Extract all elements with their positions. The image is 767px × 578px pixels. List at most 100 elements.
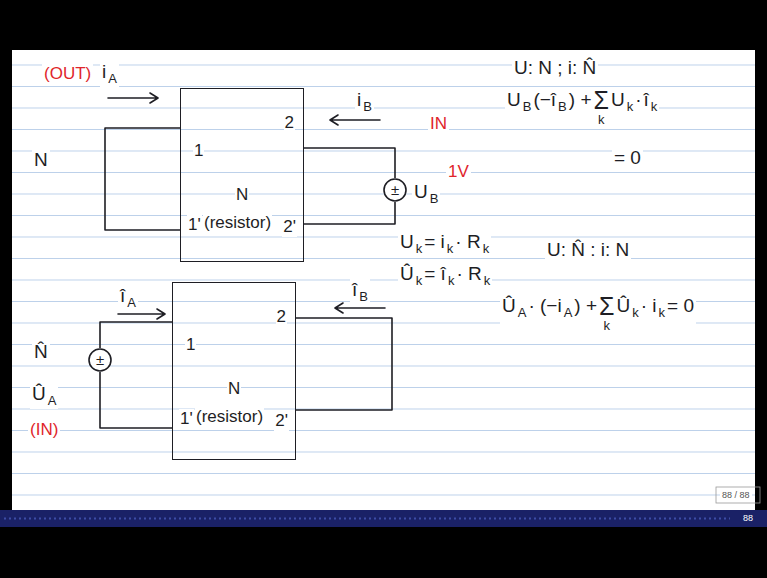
voltage-label: UB	[412, 180, 440, 207]
formula-text: Û	[617, 294, 631, 318]
formula-text: · R	[455, 230, 480, 254]
formula-text: U	[507, 88, 521, 112]
assignment-note: U: N ; i: N̂	[512, 56, 598, 80]
port-role: (IN)	[28, 418, 60, 442]
formula-text: ) +	[569, 88, 592, 112]
subscript: k	[416, 241, 423, 257]
subscript: k	[627, 99, 634, 115]
subscript: B	[363, 99, 372, 115]
current-arrow	[108, 93, 158, 103]
formula-text: U: N̂ : i: N	[547, 238, 629, 262]
ruled-lines	[12, 60, 755, 508]
formula-text: IN	[430, 112, 447, 136]
formula-text: Û	[400, 262, 414, 286]
note-paper	[12, 50, 755, 510]
page-number: 88	[741, 511, 755, 526]
assignment-note: U: N̂ : i: N	[545, 238, 631, 262]
source-circle	[89, 349, 111, 371]
circuit-wire	[304, 148, 395, 178]
voltage-source: ±	[88, 348, 112, 372]
circuit-wire	[100, 322, 172, 348]
subscript: k	[632, 305, 639, 321]
short-circuit-wire	[296, 318, 392, 410]
subscript: k	[447, 241, 454, 257]
formula-text: î	[120, 284, 125, 308]
sum-sign: Σk	[593, 88, 608, 127]
voltage-label: ÛA	[30, 382, 58, 409]
subscript: k	[651, 99, 658, 115]
port-number: 2	[276, 307, 287, 327]
network-name: N	[227, 379, 241, 399]
formula-text: = î	[424, 262, 446, 286]
tellegen-equation: ÛA· (−iA) +ΣkÛk· ik= 0	[500, 294, 696, 333]
formula-text: (IN)	[30, 418, 58, 442]
formula-text: 88	[743, 511, 753, 526]
network-name: N	[235, 185, 249, 205]
source-sign: ±	[383, 178, 407, 202]
voltage-value: 1V	[446, 160, 471, 184]
current-label: iA	[100, 60, 119, 87]
network-type: (resistor)	[203, 213, 272, 233]
ohm-equation: Ûk= îk· Rk	[398, 262, 492, 289]
page-counter-frame	[716, 487, 760, 503]
short-circuit-wire	[105, 128, 180, 230]
network-type: (resistor)	[195, 407, 264, 427]
formula-text: U: N ; i: N̂	[514, 56, 596, 80]
subscript: A	[48, 393, 57, 409]
subscript: B	[359, 289, 368, 305]
formula-text: i	[102, 60, 106, 84]
formula-text: · R	[456, 262, 481, 286]
subscript: k	[604, 319, 611, 333]
tellegen-equation: = 0	[612, 146, 643, 170]
circuit-wire	[304, 202, 395, 224]
subscript: B	[523, 99, 532, 115]
subscript: A	[564, 305, 573, 321]
formula-text: (OUT)	[44, 62, 91, 86]
formula-text: î	[644, 88, 649, 112]
source-circle	[384, 179, 406, 201]
formula-text: Σ	[599, 293, 614, 319]
voltage-source: ±	[383, 178, 407, 202]
subscript: k	[659, 305, 666, 321]
subscript: k	[598, 113, 605, 127]
circuit-wire	[100, 372, 172, 428]
port-role: IN	[428, 112, 449, 136]
current-label: iB	[355, 88, 374, 115]
port-number: 2	[284, 113, 295, 133]
formula-text: (−î	[533, 88, 556, 112]
sum-sign: Σk	[599, 294, 614, 333]
formula-text: N̂	[34, 340, 48, 364]
formula-text: U	[414, 180, 428, 204]
subscript: k	[448, 273, 455, 289]
formula-text: = 0	[614, 146, 641, 170]
formula-text: Σ	[593, 87, 608, 113]
formula-text: ·	[635, 88, 641, 112]
formula-text: ) +	[574, 294, 597, 318]
network-name: N	[32, 148, 50, 172]
ohm-equation: Uk= ik· Rk	[398, 230, 491, 257]
formula-text: Û	[502, 294, 516, 318]
port-number: 1'	[187, 215, 202, 235]
formula-text: i	[357, 88, 361, 112]
subscript: A	[518, 305, 527, 321]
page-counter: 88 / 88	[720, 488, 752, 502]
formula-text: · (−i	[528, 294, 561, 318]
port-number: 1	[185, 335, 196, 355]
network-box: 12N(resistor)1'2'	[172, 282, 296, 460]
current-label: îB	[350, 278, 370, 305]
formula-text: 1V	[448, 160, 469, 184]
subscript: B	[558, 99, 567, 115]
port-number: 1'	[179, 409, 194, 429]
formula-text: î	[352, 278, 357, 302]
port-number: 1	[193, 141, 204, 161]
formula-text: Û	[32, 382, 46, 406]
progress-bar	[0, 510, 767, 527]
subscript: k	[416, 273, 423, 289]
tellegen-equation: UB(−îB) +ΣkUk·îk	[505, 88, 659, 127]
formula-text: · i	[641, 294, 657, 318]
formula-text: N	[34, 148, 48, 172]
subscript: A	[127, 295, 136, 311]
network-name: N̂	[32, 340, 50, 364]
